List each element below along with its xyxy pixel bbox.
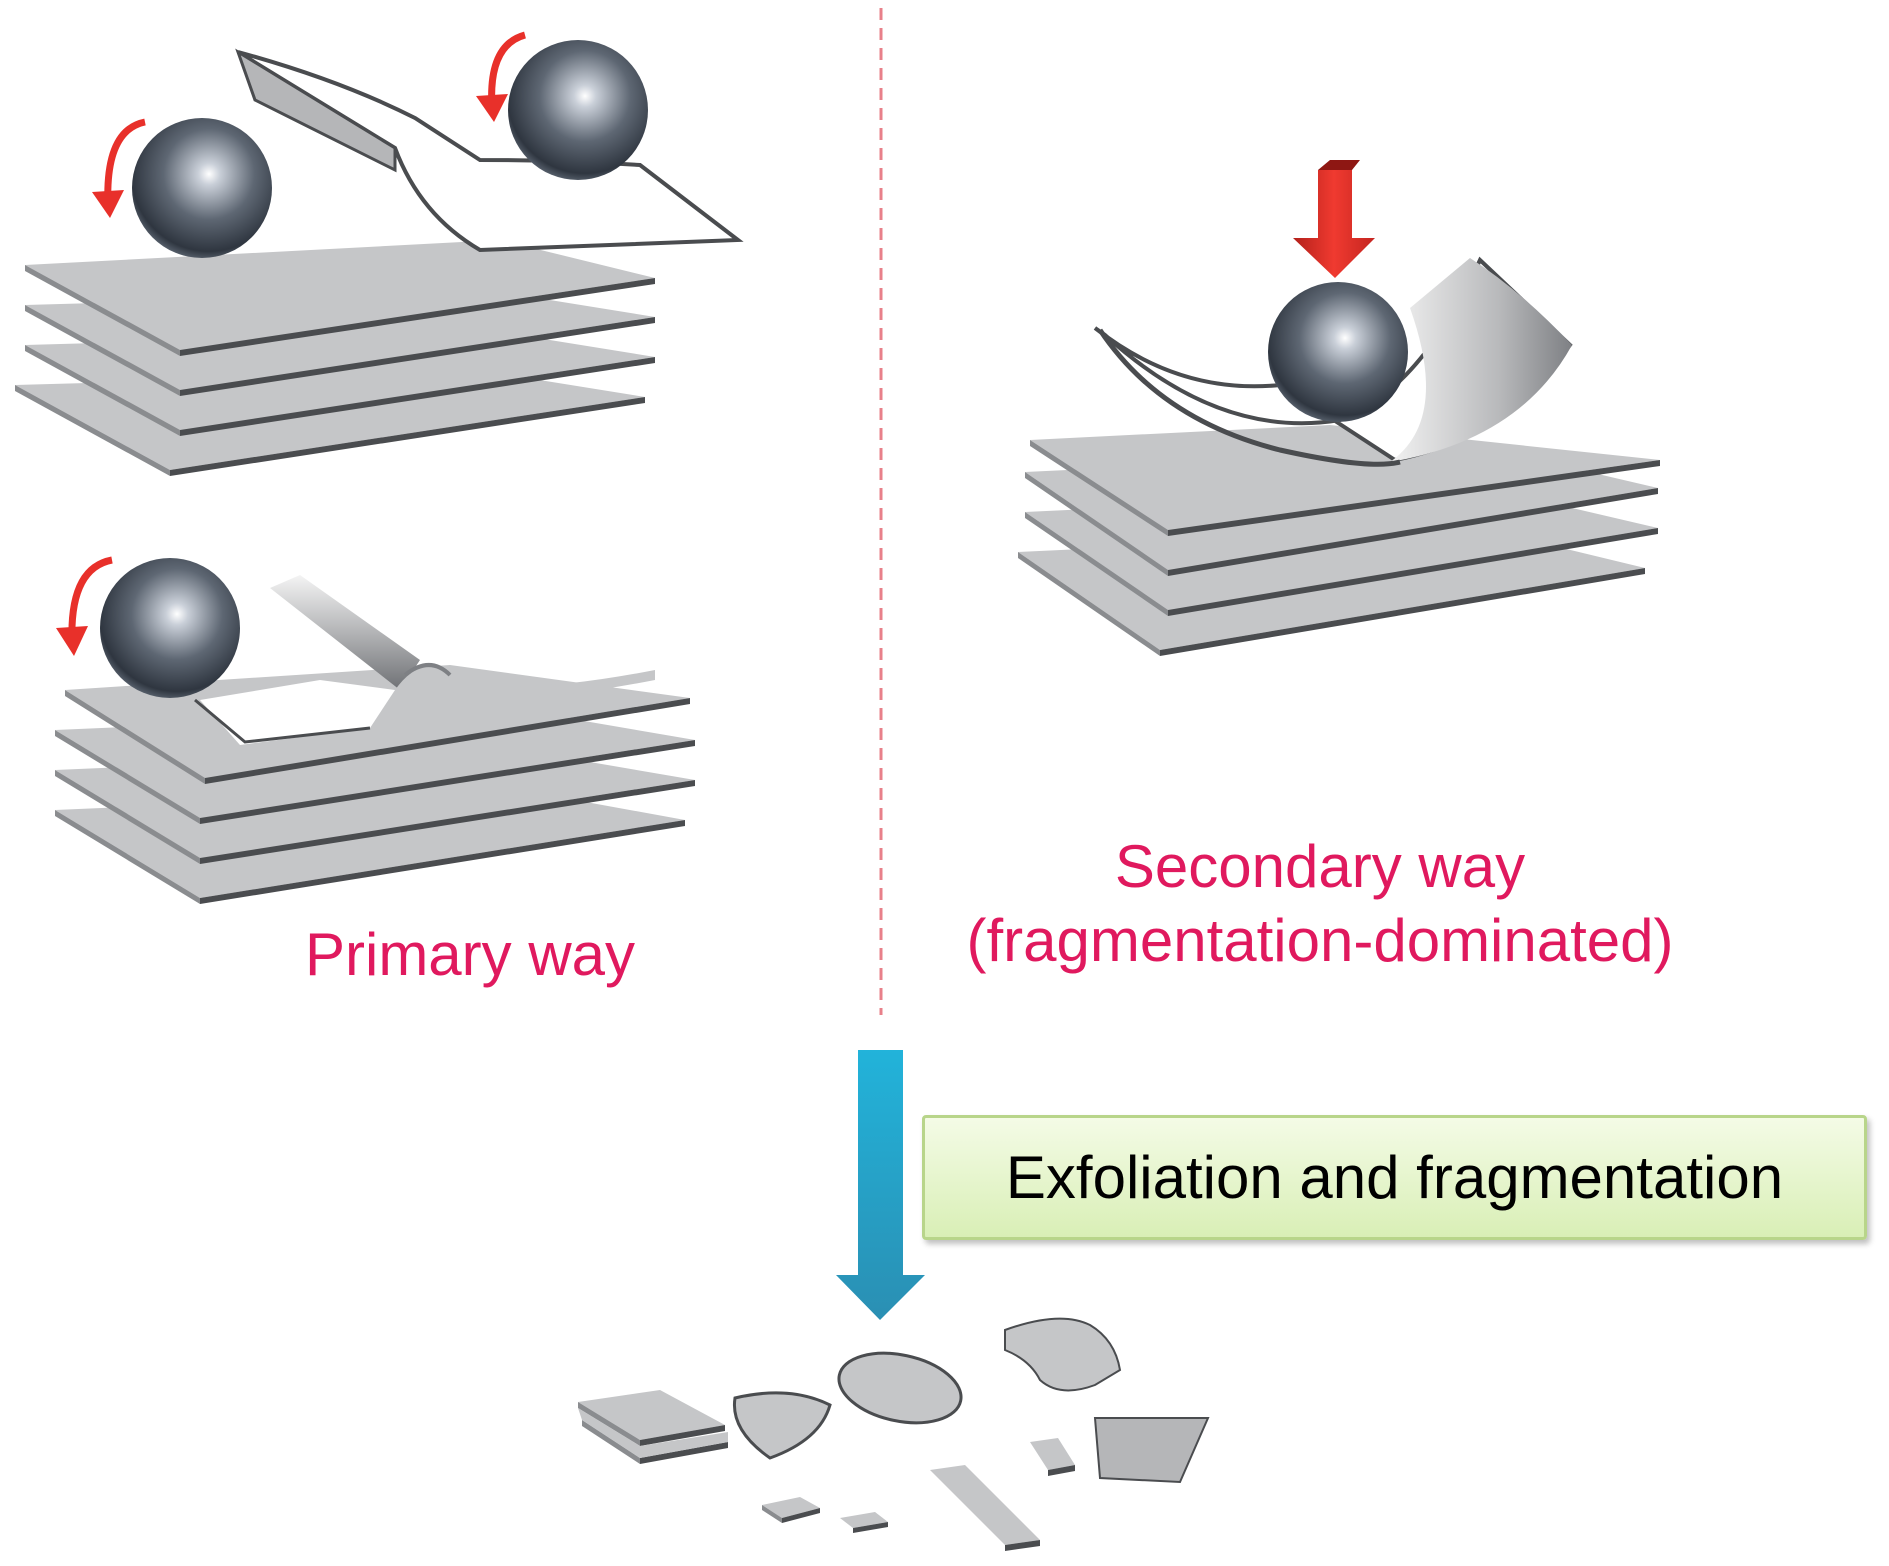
process-box: Exfoliation and fragmentation: [922, 1115, 1867, 1240]
process-label: Exfoliation and fragmentation: [1005, 1144, 1784, 1211]
curved-arrow-icon: [68, 556, 113, 641]
peeled-gap: [200, 680, 395, 745]
secondary-way-label: Secondary way (fragmentation-dominated): [920, 830, 1720, 978]
steel-ball-icon: [508, 40, 648, 180]
fragment: [1093, 1417, 1210, 1484]
arrowhead: [56, 626, 88, 656]
primary-stack-bottom: [55, 556, 695, 904]
rolled-strip: [270, 575, 655, 698]
fragment: [762, 1497, 820, 1523]
fragment: [837, 1351, 963, 1425]
secondary-stack: [1018, 160, 1660, 656]
fragment: [732, 1391, 832, 1460]
fragments: [578, 1317, 1210, 1551]
fragment: [840, 1512, 888, 1533]
fragment: [1004, 1317, 1122, 1392]
steel-ball-icon: [132, 118, 272, 258]
down-arrow-icon: [836, 1050, 925, 1320]
steel-ball-icon: [1268, 282, 1408, 422]
curved-arrow-icon: [104, 118, 146, 206]
primary-stack-top: [15, 31, 744, 476]
secondary-way-subtitle: (fragmentation-dominated): [966, 907, 1674, 974]
steel-ball-icon: [100, 558, 240, 698]
fragment: [1030, 1438, 1075, 1476]
sheet-layer: [1030, 425, 1660, 536]
down-arrow-icon: [1293, 160, 1375, 278]
arrowhead: [476, 94, 508, 122]
sheet-layer: [25, 240, 655, 356]
primary-way-label: Primary way: [305, 921, 636, 988]
arrowhead: [92, 190, 124, 218]
peeled-sheet: [235, 48, 744, 253]
secondary-way-title: Secondary way: [1114, 833, 1526, 900]
fragment: [930, 1465, 1040, 1551]
fragment: [578, 1390, 728, 1464]
